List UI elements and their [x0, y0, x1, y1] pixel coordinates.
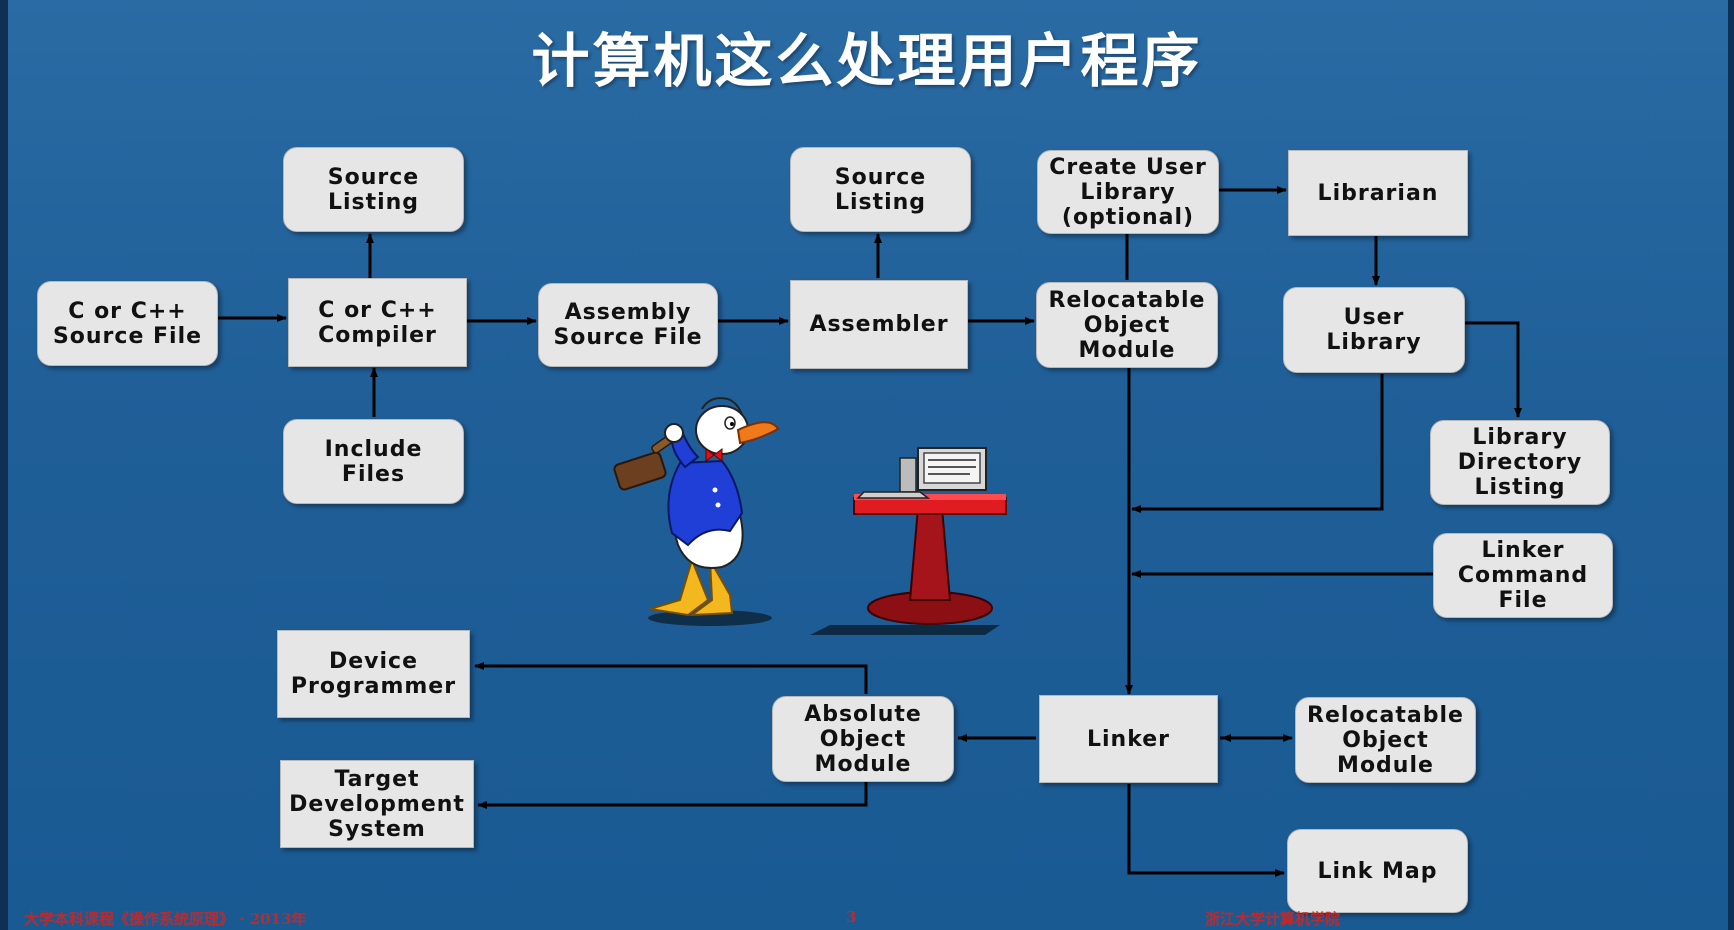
absolute-object-module-box: Absolute Object Module	[772, 696, 954, 782]
computer-on-table-icon	[810, 447, 1007, 635]
relocatable-object-module-box-2: Relocatable Object Module	[1295, 697, 1476, 783]
left-frame-bar	[0, 0, 8, 930]
device-programmer-box: Device Programmer	[277, 630, 470, 718]
arrow-absolute-to-device-programmer	[474, 662, 868, 694]
arrow-linker-to-link-map	[1127, 784, 1285, 877]
arrow-user-library-to-directory-listing	[1465, 321, 1522, 418]
relocatable-object-module-box-1: Relocatable Object Module	[1036, 282, 1218, 368]
library-directory-listing-box: Library Directory Listing	[1430, 420, 1610, 505]
source-listing-box-2: Source Listing	[790, 147, 971, 232]
c-source-file-box: C or C++ Source File	[37, 281, 218, 366]
link-map-box: Link Map	[1287, 829, 1468, 913]
duck-with-hammer-icon	[613, 397, 780, 626]
footer-page-number: 3	[846, 908, 857, 926]
assembler-box: Assembler	[790, 280, 968, 369]
linker-command-file-box: Linker Command File	[1433, 533, 1613, 618]
librarian-box: Librarian	[1288, 150, 1468, 236]
right-frame-bar	[1728, 0, 1734, 930]
footer-course-text: 大学本科课程《操作系统原理》 · 2013年	[24, 910, 307, 928]
arrow-absolute-to-target-system	[477, 782, 868, 809]
linker-box: Linker	[1039, 695, 1218, 783]
assembly-source-file-box: Assembly Source File	[538, 283, 718, 367]
user-library-box: User Library	[1283, 287, 1465, 373]
c-compiler-box: C or C++ Compiler	[288, 278, 467, 367]
create-user-library-box: Create User Library (optional)	[1037, 150, 1219, 234]
footer-university-text: 浙江大学计算机学院	[1205, 910, 1341, 928]
source-listing-box-1: Source Listing	[283, 147, 464, 232]
slide-title: 计算机这么处理用户程序	[531, 27, 1203, 95]
include-files-box: Include Files	[283, 419, 464, 504]
arrow-user-library-to-linker-line	[1131, 374, 1384, 513]
target-development-system-box: Target Development System	[280, 760, 474, 848]
